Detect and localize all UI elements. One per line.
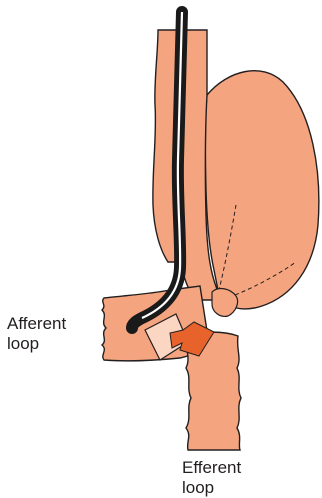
afferent-label-line2: loop bbox=[7, 334, 66, 354]
efferent-loop-label-line2: loop bbox=[182, 478, 214, 498]
stoma-ring bbox=[212, 289, 238, 317]
afferent-label-line1: Afferent bbox=[7, 314, 66, 334]
stomach-body bbox=[205, 71, 318, 309]
efferent-loop-label: Efferent bbox=[182, 458, 241, 478]
afferent-loop-label: Afferent loop bbox=[7, 314, 66, 354]
